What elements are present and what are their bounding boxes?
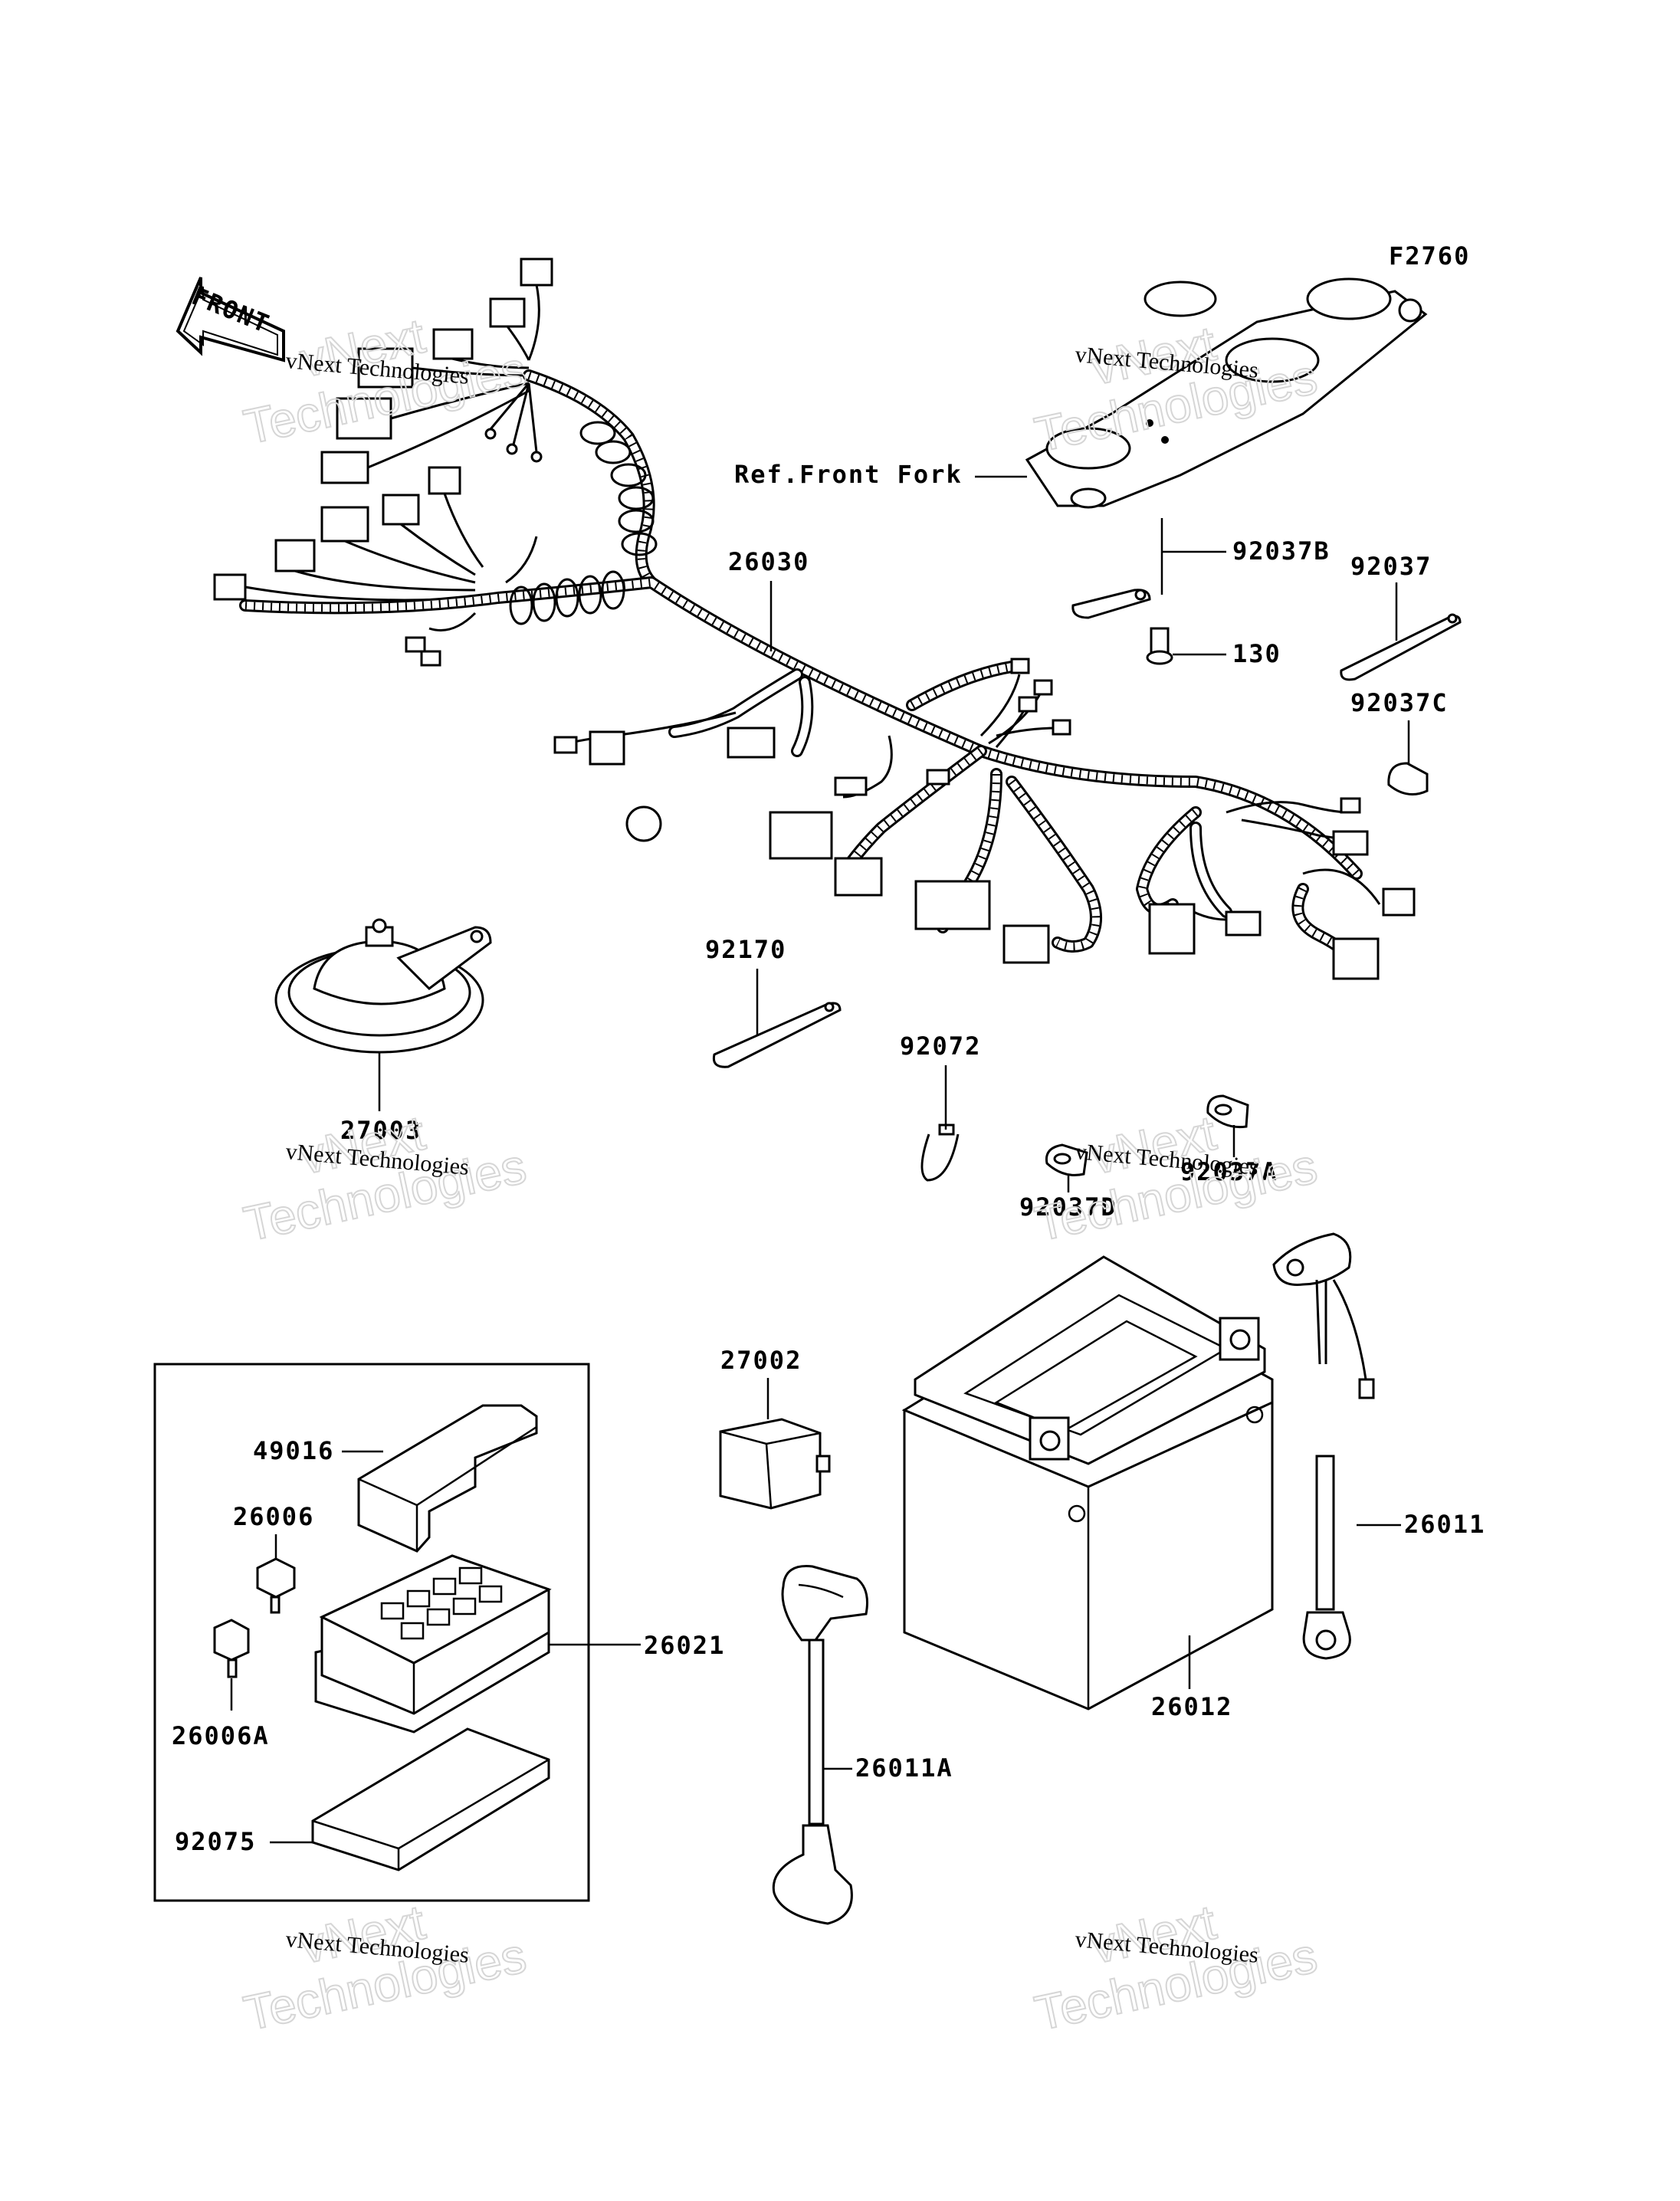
band-92170 bbox=[712, 1002, 842, 1068]
cover-49016 bbox=[357, 1404, 538, 1553]
label-92037C: 92037C bbox=[1350, 688, 1449, 717]
label-92170: 92170 bbox=[705, 935, 786, 964]
label-26006A: 26006A bbox=[172, 1721, 270, 1750]
clamp-92037B bbox=[1071, 589, 1151, 619]
clamp-92037C bbox=[1387, 762, 1429, 795]
wire-harness-26030 bbox=[213, 257, 1416, 980]
label-26012: 26012 bbox=[1151, 1692, 1232, 1721]
figure-code: F2760 bbox=[1389, 241, 1470, 271]
reference-label: Ref.Front Fork bbox=[734, 460, 963, 489]
label-27002: 27002 bbox=[720, 1346, 802, 1375]
clamp-92037 bbox=[1340, 613, 1462, 681]
leader-lines bbox=[230, 475, 1410, 1844]
part-labels: Ref.Front Fork 26030 92037B 92037 130 92… bbox=[172, 460, 1485, 1856]
label-26021: 26021 bbox=[644, 1631, 725, 1660]
front-fork-bracket bbox=[1025, 277, 1428, 509]
battery-26012 bbox=[901, 1255, 1274, 1711]
label-49016: 49016 bbox=[253, 1436, 334, 1465]
relay-27002 bbox=[719, 1418, 831, 1510]
fuse-26006 bbox=[256, 1557, 296, 1614]
label-92037D: 92037D bbox=[1019, 1192, 1117, 1222]
label-26011A: 26011A bbox=[855, 1753, 953, 1783]
label-27003: 27003 bbox=[340, 1116, 422, 1145]
band-92072 bbox=[920, 1123, 960, 1182]
horn-27003 bbox=[274, 918, 492, 1054]
bolt-130 bbox=[1146, 627, 1173, 665]
cable-26011 bbox=[1272, 1232, 1375, 1660]
label-26011: 26011 bbox=[1404, 1510, 1485, 1539]
label-92072: 92072 bbox=[900, 1032, 981, 1061]
label-92075: 92075 bbox=[175, 1827, 256, 1856]
label-92037B: 92037B bbox=[1232, 536, 1331, 566]
label-130: 130 bbox=[1232, 639, 1281, 668]
junction-box-body bbox=[314, 1554, 552, 1734]
clamp-92037A bbox=[1206, 1094, 1249, 1129]
label-92037A: 92037A bbox=[1180, 1157, 1278, 1186]
cable-26011A bbox=[772, 1565, 868, 1925]
cover-92075 bbox=[311, 1727, 550, 1871]
label-92037: 92037 bbox=[1350, 552, 1432, 581]
group-frame bbox=[153, 1363, 590, 1902]
junction-box-group-26021 bbox=[153, 1363, 590, 1902]
clamp-92037D bbox=[1045, 1143, 1088, 1176]
fuse-26006A bbox=[213, 1619, 250, 1678]
label-26030: 26030 bbox=[728, 547, 809, 576]
front-arrow-icon: FRONT bbox=[176, 277, 285, 362]
label-26006: 26006 bbox=[233, 1502, 314, 1531]
